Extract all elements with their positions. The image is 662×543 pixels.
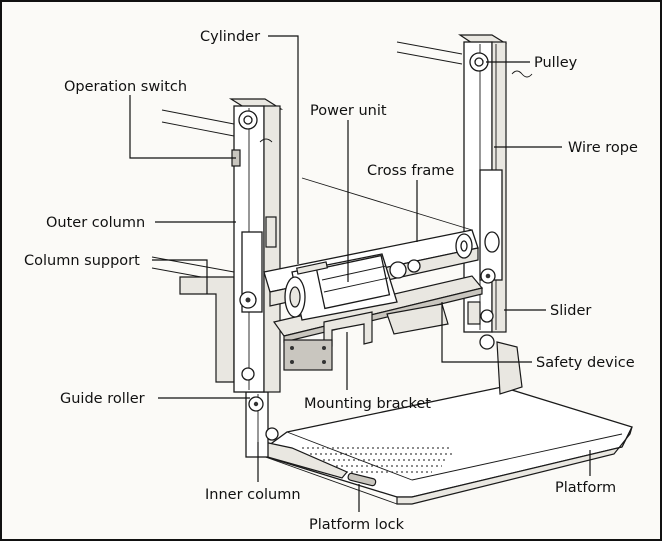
- right-outer-column: [458, 34, 533, 350]
- label-platform-lock: Platform lock: [309, 517, 405, 533]
- leader-column-support: [152, 259, 208, 294]
- platform-lock-shape: [347, 472, 377, 487]
- label-cross-frame: Cross frame: [367, 163, 454, 179]
- label-guide-roller: Guide roller: [60, 391, 145, 407]
- label-platform: Platform: [555, 480, 616, 496]
- cylinder-shape: [295, 231, 500, 275]
- label-outer-column: Outer column: [46, 215, 145, 231]
- leader-operation-switch: [129, 95, 236, 159]
- label-column-support: Column support: [24, 253, 140, 269]
- label-wire-rope: Wire rope: [568, 140, 638, 156]
- leader-safety-device: [441, 302, 532, 363]
- label-power-unit: Power unit: [310, 103, 387, 119]
- platform-shape: [255, 386, 633, 505]
- label-pulley: Pulley: [534, 55, 578, 71]
- left-outer-column: [228, 98, 284, 393]
- label-inner-column: Inner column: [205, 487, 301, 503]
- leader-cylinder: [268, 35, 299, 264]
- label-mounting-bracket: Mounting bracket: [304, 396, 431, 412]
- label-operation-switch: Operation switch: [64, 79, 187, 95]
- power-unit-shape: [284, 253, 421, 321]
- label-safety-device: Safety device: [536, 355, 635, 371]
- leader-lines: [129, 35, 591, 512]
- callout-labels: Cylinder Pulley Operation switch Power u…: [24, 29, 638, 533]
- platform-texture: [302, 447, 454, 473]
- left-inner-column: [245, 391, 279, 458]
- label-cylinder: Cylinder: [200, 29, 260, 45]
- mounting-bracket-shape: [283, 303, 449, 371]
- label-slider: Slider: [550, 303, 591, 319]
